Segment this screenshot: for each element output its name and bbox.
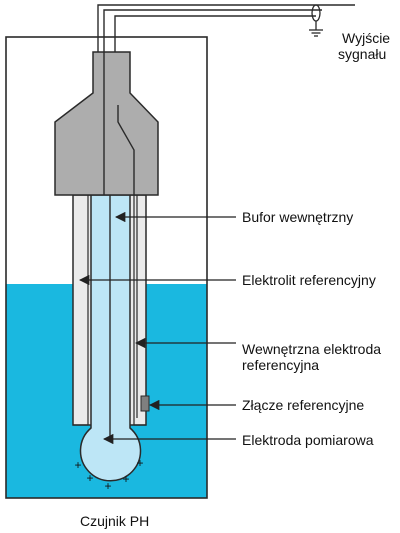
charge-symbol: + <box>136 456 143 470</box>
charge-symbol: + <box>74 458 81 472</box>
wire-reference <box>117 105 135 195</box>
label-internal-reference-electrode-line1: Wewnętrzna elektroda <box>242 341 382 357</box>
label-internal-buffer: Bufor wewnętrzny <box>242 209 354 225</box>
sensor-cap <box>54 51 159 196</box>
coax-ring <box>311 4 321 22</box>
reference-junction <box>140 395 150 412</box>
charge-symbol: + <box>86 471 93 485</box>
wire-outer <box>97 4 355 52</box>
beaker <box>5 36 208 499</box>
charge-symbol: + <box>122 472 129 486</box>
label-internal-reference-electrode-line2: referencyjna <box>242 357 320 373</box>
wire-shield <box>114 15 316 52</box>
diagram-caption: Czujnik PH <box>80 513 150 529</box>
label-reference-electrolyte: Elektrolit referencyjny <box>242 272 376 288</box>
label-reference-junction: Złącze referencyjne <box>242 397 365 413</box>
signal-output-label-line2: sygnału <box>338 46 387 62</box>
wire-middle <box>103 9 322 195</box>
signal-output-label-line1: Wyjście <box>342 30 391 46</box>
charge-symbol: + <box>104 479 111 493</box>
label-measuring-electrode: Elektroda pomiarowa <box>242 432 374 448</box>
